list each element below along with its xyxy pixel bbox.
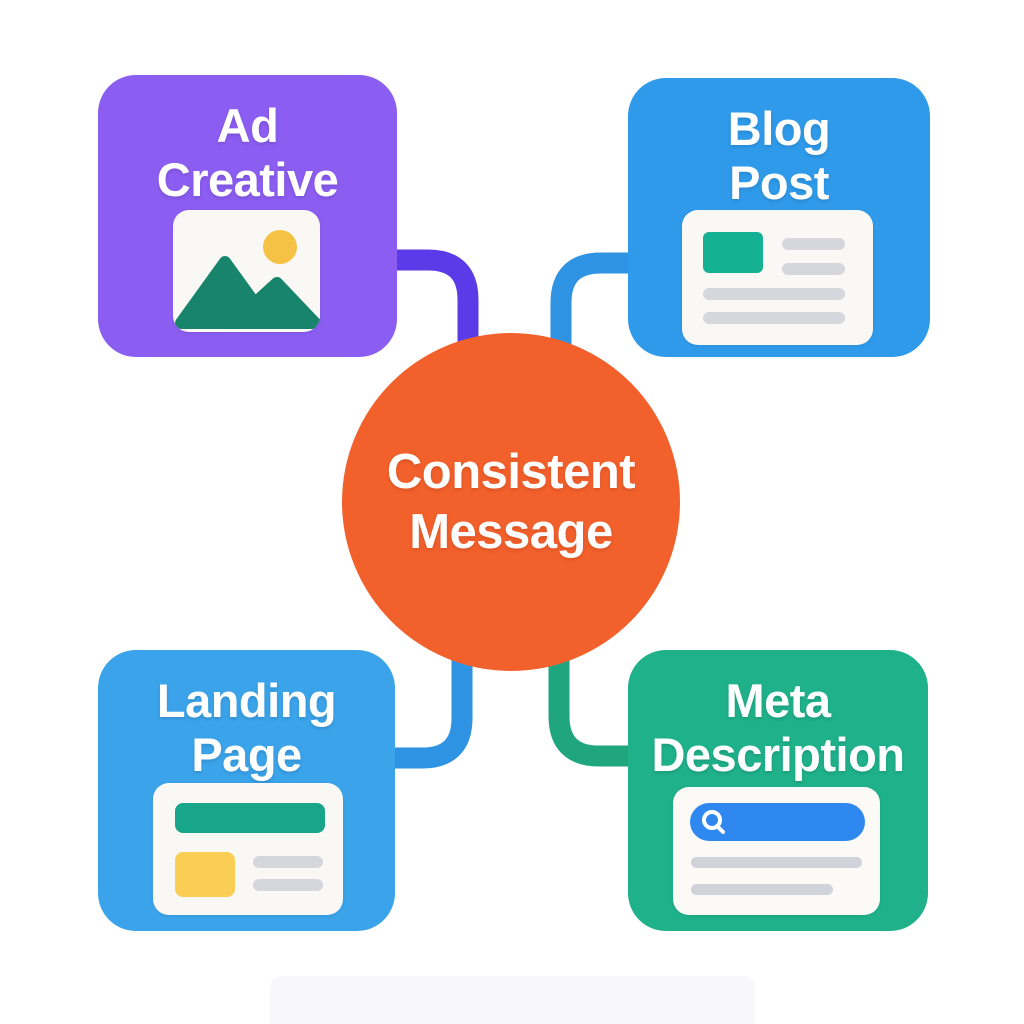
label-line2: Creative	[156, 153, 339, 206]
sun-icon	[263, 230, 297, 264]
center-node-label: Consistent Message	[386, 442, 636, 562]
connector-ad-creative	[392, 249, 479, 375]
article-text-line	[703, 312, 845, 324]
label-line1: Blog	[727, 102, 831, 155]
label-line2: Description	[651, 728, 905, 781]
center-node-consistent-message: Consistent Message	[342, 333, 680, 671]
node-meta-description: Meta Description	[628, 650, 928, 931]
result-text-line	[691, 857, 862, 868]
article-icon	[682, 210, 873, 345]
label-line1: Meta	[725, 674, 831, 727]
label-line1: Ad	[216, 99, 279, 152]
webpage-text-line	[253, 856, 323, 868]
center-label-line1: Consistent	[386, 445, 636, 499]
webpage-text-line	[253, 879, 323, 891]
connector-landing-page	[392, 640, 473, 769]
node-meta-description-label: Meta Description	[628, 674, 928, 782]
webpage-header-bar	[175, 803, 325, 833]
node-landing-page: Landing Page	[98, 650, 395, 931]
node-blog-post-label: Blog Post	[628, 102, 930, 210]
article-text-line	[782, 238, 845, 250]
magnifier-icon	[702, 810, 725, 834]
node-ad-creative: Ad Creative	[98, 75, 397, 357]
article-text-line	[703, 288, 845, 300]
label-line1: Landing	[156, 674, 337, 727]
node-landing-page-label: Landing Page	[98, 674, 395, 782]
node-blog-post: Blog Post	[628, 78, 930, 357]
search-bar	[690, 803, 865, 841]
search-result-icon	[673, 787, 880, 915]
article-thumbnail	[703, 232, 763, 273]
mountains-icon	[175, 256, 320, 329]
center-label-line2: Message	[409, 505, 613, 559]
result-text-line	[691, 884, 833, 895]
webpage-icon	[153, 783, 343, 915]
webpage-image-block	[175, 852, 235, 897]
connector-blog-post	[550, 252, 634, 375]
label-line2: Post	[729, 156, 829, 209]
node-ad-creative-label: Ad Creative	[98, 99, 397, 207]
label-line2: Page	[191, 728, 302, 781]
connector-meta-description	[548, 640, 634, 767]
image-placeholder-icon	[173, 210, 320, 332]
article-text-line	[782, 263, 845, 275]
footer-faint-bar	[270, 976, 755, 1024]
